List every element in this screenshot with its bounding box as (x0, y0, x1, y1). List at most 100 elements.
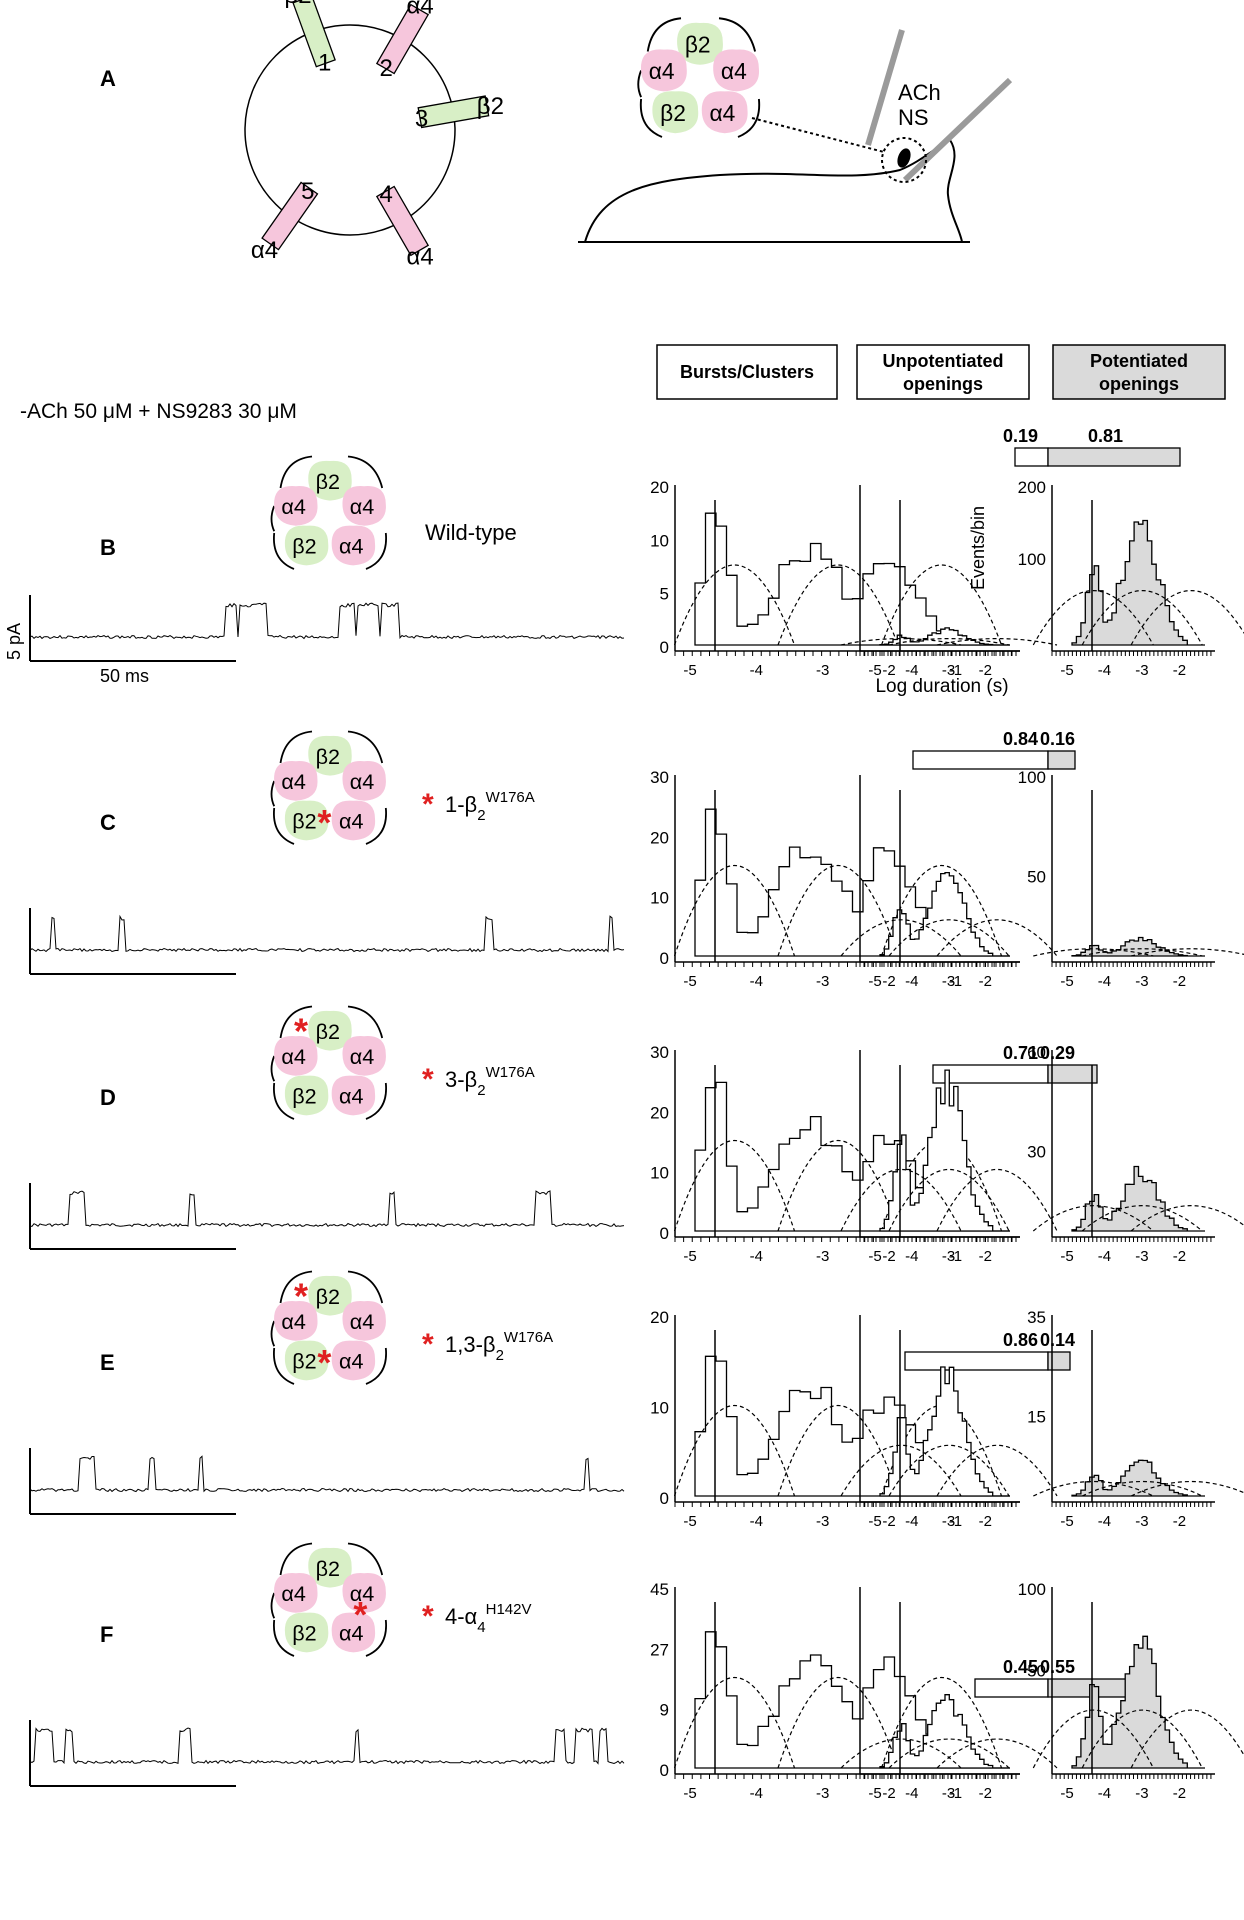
pentamer-arc (637, 70, 642, 98)
pentamer-subunit (284, 1612, 329, 1653)
y-tick-burst: 0 (660, 638, 669, 657)
y-tick-burst: 20 (650, 828, 669, 847)
x-tick-label: -4 (905, 1513, 918, 1530)
fraction-bar-potentiated (1047, 1351, 1071, 1371)
single-channel-trace (29, 914, 625, 953)
pentamer-subunit-label: β2 (316, 744, 340, 769)
asterisk-icon: * (294, 1010, 308, 1051)
y-tick-burst: 45 (650, 1580, 669, 1599)
construct-subscript: 4 (477, 1619, 485, 1636)
x-tick-label: -3 (816, 1785, 829, 1802)
construct-superscript: W176A (504, 1329, 553, 1346)
y-tick-burst: 10 (650, 531, 669, 550)
x-tick-label: -2 (979, 662, 992, 679)
pentamer-subunit-label: β2 (292, 534, 316, 559)
pentamer-subunit (274, 486, 318, 526)
pentamer-subunit (701, 91, 748, 134)
row-letter: F (100, 1622, 113, 1647)
construct-asterisk-icon: * (422, 1600, 434, 1633)
pentamer-arc (639, 98, 663, 138)
x-tick-label: -1 (949, 1785, 962, 1802)
y-tick-pot: 50 (1027, 1661, 1046, 1680)
pentamer-subunit (284, 800, 329, 841)
construct-label: 1-β2W176A (445, 789, 535, 824)
fit-component (880, 564, 1003, 646)
y-tick-unpot: 15 (1027, 1408, 1046, 1427)
y-tick-burst: 9 (660, 1701, 669, 1720)
pentamer-arc (347, 455, 384, 489)
x-tick-label: -5 (868, 662, 881, 679)
y-tick-burst: 0 (660, 1224, 669, 1243)
pentamer-subunit (274, 761, 318, 801)
pentamer-subunit (331, 1075, 376, 1116)
condition-label: -ACh 50 μM + NS9283 30 μM (20, 400, 297, 423)
x-tick-label: -3 (942, 1248, 955, 1265)
x-tick-label: -2 (1173, 662, 1186, 679)
pentamer-subunit (331, 800, 376, 841)
fit-component (1032, 590, 1154, 646)
fit-component (1033, 948, 1154, 957)
pentamer-subunit (677, 22, 723, 65)
pentamer-arc (365, 807, 387, 845)
construct-asterisk-icon: * (422, 788, 434, 821)
fraction-unpotentiated: 0.86 (1003, 1330, 1038, 1350)
pentamer-subunit-label: α4 (721, 58, 747, 84)
pentamer-subunit (284, 525, 329, 566)
header-box-bursts (656, 344, 838, 400)
construct-subscript: 2 (477, 1082, 485, 1099)
fit-component (1130, 1480, 1244, 1497)
pentamer-arc (279, 455, 313, 489)
x-tick-label: -4 (905, 662, 918, 679)
fit-component (777, 564, 899, 646)
fit-component (1130, 1709, 1244, 1769)
pentamer-arc (347, 1542, 384, 1576)
pentamer-subunit (331, 1340, 376, 1381)
fraction-bar-unpotentiated (974, 1678, 1049, 1698)
label-ns: NS (898, 105, 929, 130)
fraction-bar-unpotentiated (912, 750, 1049, 770)
column-headers: Bursts/Clusters Unpotentiated openings P… (656, 344, 1226, 400)
pentamer-arc (279, 730, 313, 764)
pentamer-arc (270, 780, 276, 807)
ring-segments (261, 0, 490, 257)
x-tick-label: -2 (1173, 1513, 1186, 1530)
pentamer-subunit-label: α4 (339, 809, 364, 834)
pentamer-subunit (308, 1275, 352, 1316)
fraction-bar-potentiated (1047, 750, 1076, 770)
x-tick-label: -2 (1173, 973, 1186, 990)
y-tick-unpot: 100 (1018, 768, 1046, 787)
x-tick-label: -4 (750, 973, 763, 990)
construct-label: Wild-type (425, 520, 517, 545)
fit-component (673, 1139, 796, 1232)
fit-component (880, 1676, 1003, 1769)
y-tick-burst: 0 (660, 1489, 669, 1508)
fraction-unpotentiated: 0.71 (1003, 1043, 1038, 1063)
fraction-potentiated: 0.55 (1040, 1657, 1075, 1677)
pentamer-subunit (640, 49, 687, 92)
x-tick-label: -4 (1098, 1513, 1111, 1530)
ring-subunit: β2 (284, 0, 311, 9)
header-pot-line2: openings (1099, 374, 1179, 394)
fraction-potentiated: 0.29 (1040, 1043, 1075, 1063)
construct-superscript: W176A (486, 1064, 535, 1081)
construct-subscript: 2 (477, 807, 485, 824)
y-tick-pot: 200 (1018, 478, 1046, 497)
y-tick-burst: 20 (650, 1103, 669, 1122)
x-tick-label: -2 (979, 1785, 992, 1802)
pentamer-subunit (652, 91, 699, 134)
header-box-unpot (856, 344, 1030, 400)
fit-component (673, 864, 796, 957)
header-pot-line1: Potentiated (1090, 351, 1188, 371)
pentamer-subunit (342, 1573, 386, 1613)
pentamer-arc (270, 1592, 276, 1619)
construct-superscript: H142V (486, 1601, 532, 1618)
ring-segment (375, 3, 430, 75)
pentamer-subunit-label: α4 (350, 1044, 375, 1069)
